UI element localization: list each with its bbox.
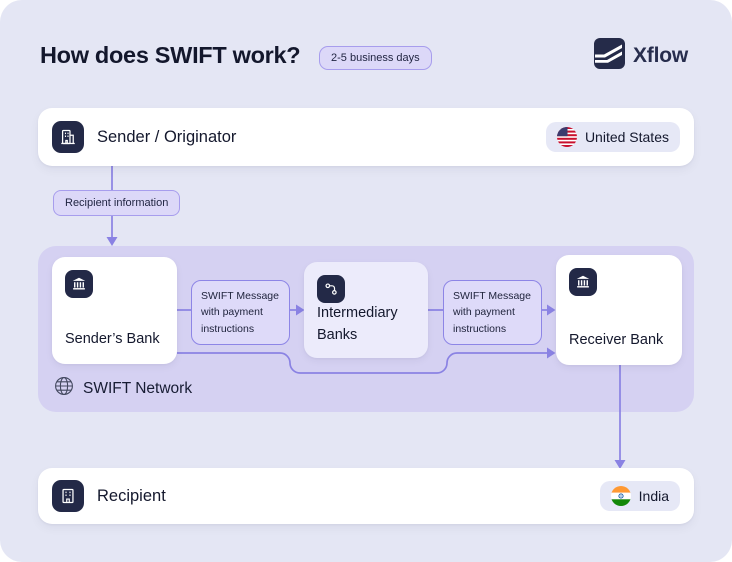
route-icon <box>317 275 345 303</box>
xflow-logo-icon <box>594 38 625 74</box>
recipient-country-badge: India <box>599 481 680 511</box>
swift-network-container: Sender’s Bank SWIFT Message with payment… <box>38 246 694 412</box>
swift-network-text: SWIFT Network <box>83 379 193 397</box>
brand-name: Xflow <box>633 44 688 67</box>
india-flag-icon <box>610 486 631 506</box>
sender-bank-label: Sender’s Bank <box>65 331 160 348</box>
recipient-country-label: India <box>638 488 669 504</box>
sender-country-label: United States <box>584 129 669 145</box>
us-flag-icon <box>556 127 577 147</box>
swift-message-box-1: SWIFT Message with payment instructions <box>191 280 290 345</box>
office-building-icon <box>52 121 84 153</box>
brand-logo: Xflow <box>594 38 688 74</box>
swift-network-label: SWIFT Network <box>54 376 192 401</box>
sender-bank-card: Sender’s Bank <box>52 257 177 364</box>
bank-icon <box>569 268 597 296</box>
recipient-card-label: Recipient <box>97 486 166 505</box>
sender-country-badge: United States <box>545 122 680 152</box>
globe-icon <box>54 376 74 401</box>
recipient-card: Recipient India <box>38 468 694 524</box>
receiver-bank-card: Receiver Bank <box>556 255 682 365</box>
sender-card-label: Sender / Originator <box>97 127 237 146</box>
receiver-bank-label: Receiver Bank <box>569 332 664 349</box>
swift-message-box-2: SWIFT Message with payment instructions <box>443 280 542 345</box>
recipient-information-label: Recipient information <box>53 190 181 216</box>
building-icon <box>52 480 84 512</box>
page-title: How does SWIFT work? <box>40 42 301 68</box>
duration-badge: 2-5 business days <box>319 46 432 70</box>
bank-icon <box>65 270 93 298</box>
sender-originator-card: Sender / Originator United States <box>38 108 694 166</box>
intermediary-banks-card: Intermediary Banks <box>304 262 428 358</box>
intermediary-banks-label: Intermediary Banks <box>317 305 398 343</box>
